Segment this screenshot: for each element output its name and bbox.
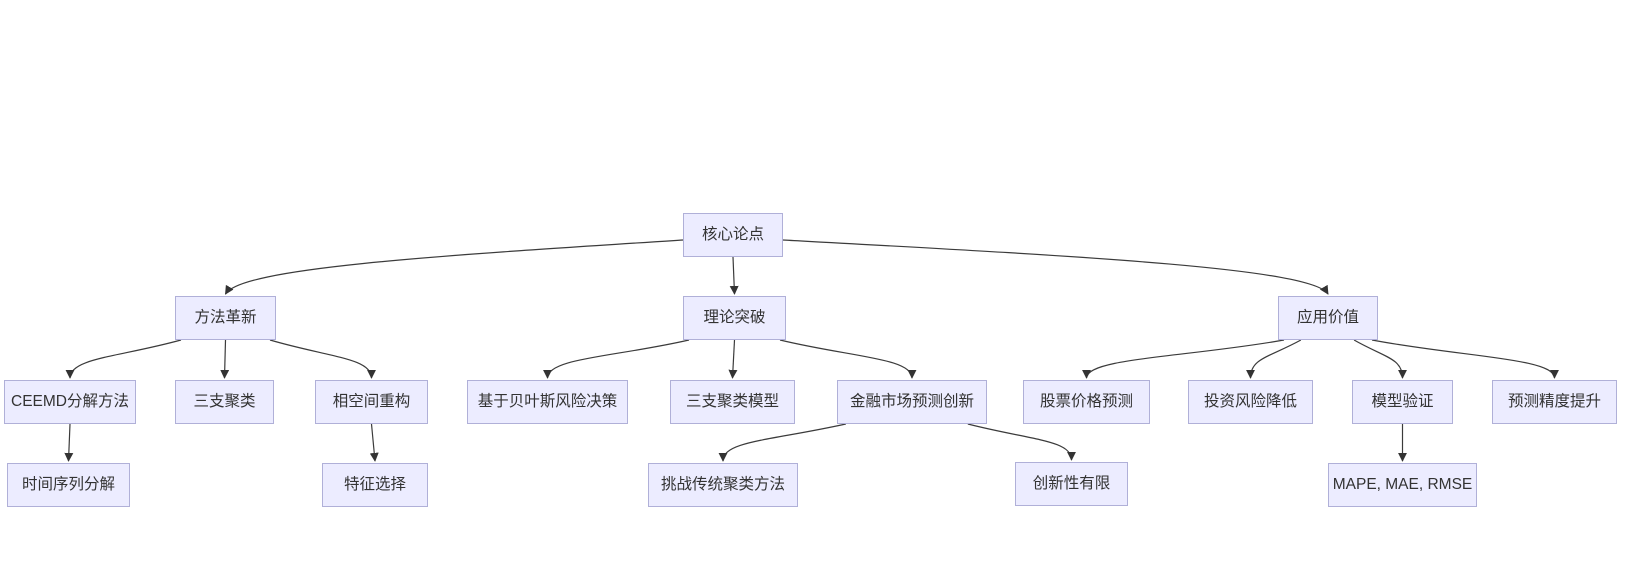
node-label: 理论突破 [703, 309, 766, 327]
node-theory: 理论突破 [683, 296, 786, 340]
node-label: 基于贝叶斯风险决策 [477, 393, 618, 411]
node-bayes: 基于贝叶斯风险决策 [467, 380, 628, 424]
node-label: MAPE, MAE, RMSE [1332, 476, 1473, 494]
node-label: 投资风险降低 [1203, 393, 1297, 411]
edge-fin-to-limited [967, 423, 1076, 461]
edge-application-to-model_valid [1353, 339, 1407, 379]
edge-theory-to-bayes [543, 339, 690, 379]
node-label: 三支聚类 [193, 393, 256, 411]
edge-method-to-ceemd [65, 339, 182, 379]
edge-method-to-phase [269, 339, 376, 379]
node-limited: 创新性有限 [1015, 462, 1128, 506]
edge-application-to-precision [1371, 339, 1559, 379]
node-three_cluster: 三支聚类 [175, 380, 274, 424]
node-model_valid: 模型验证 [1352, 380, 1453, 424]
node-label: 挑战传统聚类方法 [660, 476, 785, 494]
node-label: 时间序列分解 [21, 476, 115, 494]
node-label: 股票价格预测 [1039, 393, 1133, 411]
edge-fin-to-challenge [718, 423, 846, 462]
edge-root-to-application [782, 239, 1329, 295]
node-label: 特征选择 [343, 476, 406, 494]
node-twc_model: 三支聚类模型 [670, 380, 795, 424]
edge-root-to-method [224, 239, 684, 295]
edge-ceemd-to-ts_decomp [64, 423, 74, 462]
node-invest: 投资风险降低 [1188, 380, 1313, 424]
node-precision: 预测精度提升 [1492, 380, 1617, 424]
edge-theory-to-fin [779, 339, 917, 379]
edge-method-to-three_cluster [220, 339, 230, 379]
node-label: 应用价值 [1296, 309, 1359, 327]
node-label: 三支聚类模型 [685, 393, 779, 411]
node-fin: 金融市场预测创新 [837, 380, 987, 424]
node-ts_decomp: 时间序列分解 [7, 463, 130, 507]
node-stock: 股票价格预测 [1023, 380, 1150, 424]
node-label: CEEMD分解方法 [11, 393, 129, 411]
node-label: 方法革新 [194, 309, 257, 327]
edge-theory-to-twc_model [728, 339, 738, 379]
node-challenge: 挑战传统聚类方法 [648, 463, 798, 507]
node-label: 相空间重构 [332, 393, 411, 411]
node-root: 核心论点 [683, 213, 783, 257]
node-ceemd: CEEMD分解方法 [4, 380, 136, 424]
node-feature: 特征选择 [322, 463, 428, 507]
edge-application-to-stock [1082, 339, 1285, 379]
edge-application-to-invest [1246, 339, 1302, 379]
node-label: 核心论点 [701, 226, 764, 244]
node-label: 模型验证 [1371, 393, 1434, 411]
edge-phase-to-feature [369, 423, 379, 462]
edge-root-to-theory [729, 256, 739, 295]
node-label: 金融市场预测创新 [849, 393, 974, 411]
node-label: 预测精度提升 [1507, 393, 1601, 411]
node-method: 方法革新 [175, 296, 276, 340]
node-metrics: MAPE, MAE, RMSE [1328, 463, 1477, 507]
node-label: 创新性有限 [1032, 475, 1111, 493]
node-phase: 相空间重构 [315, 380, 428, 424]
node-application: 应用价值 [1278, 296, 1378, 340]
